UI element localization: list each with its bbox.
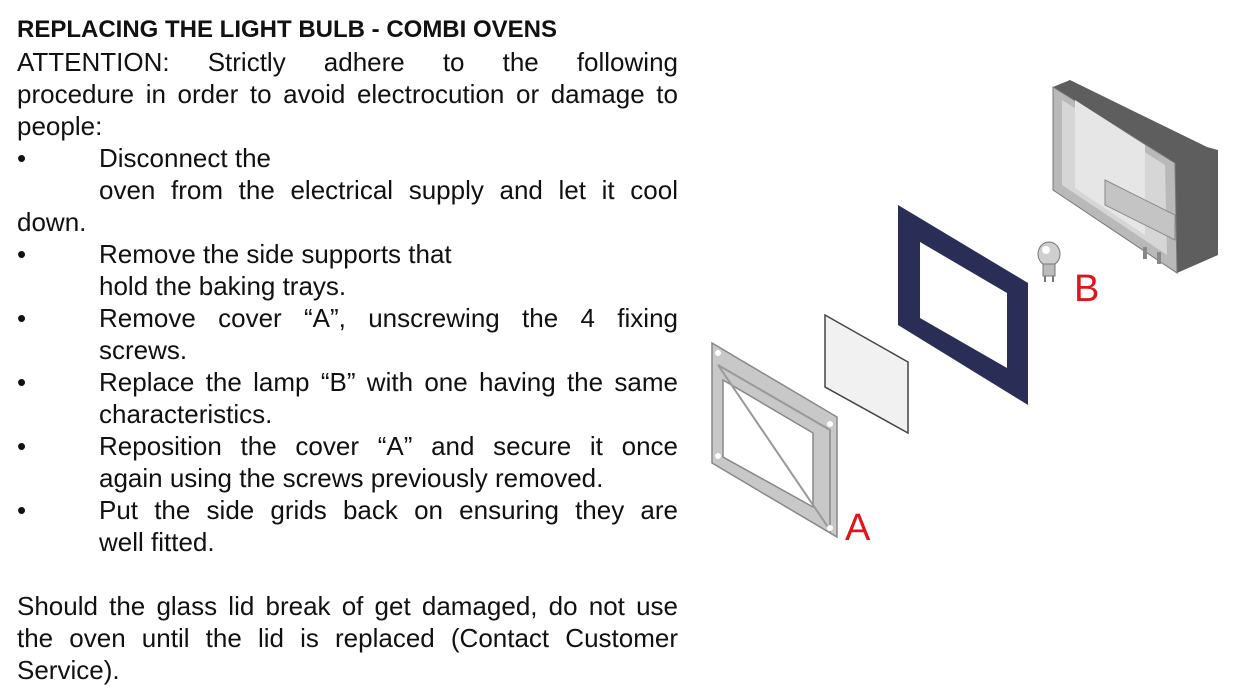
glass-lid bbox=[824, 313, 909, 435]
step-text: screws. bbox=[99, 335, 188, 365]
bullet: • bbox=[17, 143, 27, 173]
step-text: well fitted. bbox=[99, 527, 215, 557]
lamp-bulb-icon bbox=[1037, 241, 1061, 282]
step-text: Disconnect the bbox=[99, 143, 271, 173]
bullet: • bbox=[17, 303, 27, 333]
attention-line: ATTENTION: Strictly adhere to the follow… bbox=[17, 47, 678, 77]
step-text: oven from the electrical supply and let … bbox=[99, 175, 678, 205]
step-text: hold the baking trays. bbox=[99, 271, 347, 301]
step-text: Reposition the cover “A” and secure it o… bbox=[99, 431, 678, 461]
step-text: Remove the side supports that bbox=[99, 239, 452, 269]
bullet: • bbox=[17, 431, 27, 461]
step-text: Replace the lamp “B” with one having the… bbox=[99, 367, 678, 397]
lamp-housing bbox=[1052, 80, 1218, 274]
step-text: down. bbox=[17, 207, 87, 237]
note-line: Service). bbox=[17, 655, 120, 685]
attention-line: procedure in order to avoid electrocutio… bbox=[17, 79, 678, 109]
page-title: REPLACING THE LIGHT BULB - COMBI OVENS bbox=[17, 16, 557, 43]
cover-a bbox=[711, 341, 838, 539]
step-text: again using the screws previously remove… bbox=[99, 463, 604, 493]
bullet: • bbox=[17, 495, 27, 525]
label-b: B bbox=[1074, 268, 1099, 310]
note-line: the oven until the lid is replaced (Cont… bbox=[17, 623, 678, 653]
note-line: Should the glass lid break of get damage… bbox=[17, 591, 678, 621]
step-text: characteristics. bbox=[99, 399, 273, 429]
step-text: Put the side grids back on ensuring they… bbox=[99, 495, 678, 525]
bullet: • bbox=[17, 239, 27, 269]
label-a: A bbox=[845, 507, 871, 549]
bullet: • bbox=[17, 367, 27, 397]
step-text: Remove cover “A”, unscrewing the 4 fixin… bbox=[99, 303, 678, 333]
gasket bbox=[898, 205, 1028, 405]
attention-line: people: bbox=[17, 111, 103, 141]
